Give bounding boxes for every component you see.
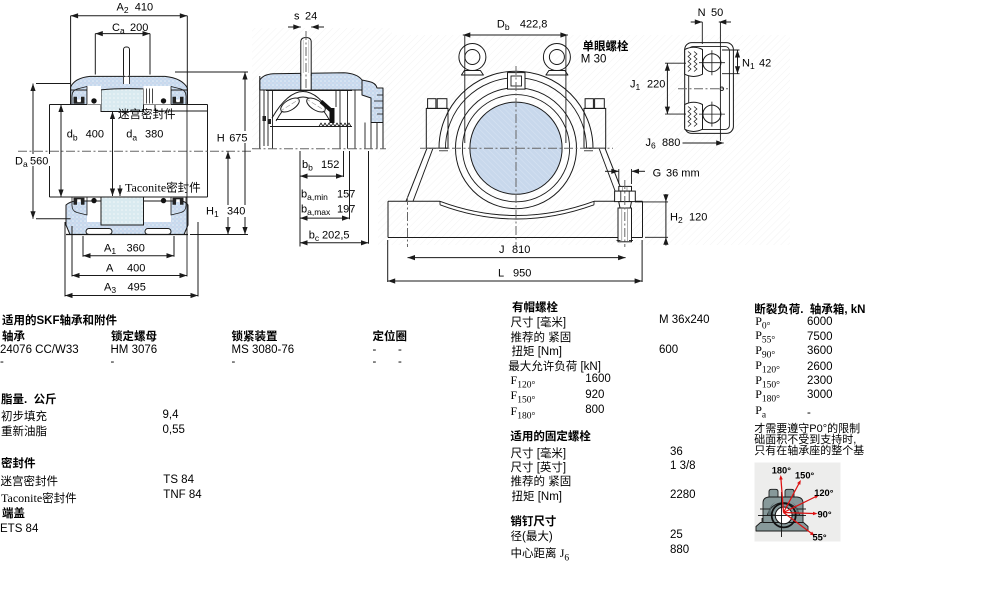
svg-text:202,5: 202,5 — [322, 229, 350, 241]
svg-text:560: 560 — [30, 155, 48, 167]
svg-text:bb: bb — [302, 159, 313, 173]
svg-text:150°: 150° — [795, 471, 815, 481]
svg-text:A1: A1 — [104, 243, 116, 257]
svg-text:J: J — [499, 244, 505, 256]
svg-text:bc: bc — [309, 229, 320, 243]
svg-text:Db: Db — [497, 18, 510, 32]
svg-text:A: A — [106, 262, 114, 274]
svg-text:42: 42 — [759, 58, 771, 70]
svg-text:N: N — [698, 7, 706, 19]
svg-text:H: H — [217, 133, 225, 145]
svg-text:400: 400 — [86, 129, 104, 141]
svg-text:s: s — [294, 10, 300, 22]
svg-text:da: da — [126, 129, 137, 143]
svg-text:157: 157 — [337, 189, 355, 201]
svg-text:单眼螺栓: 单眼螺栓 — [583, 39, 629, 53]
svg-text:H1: H1 — [206, 206, 219, 220]
svg-text:50: 50 — [711, 7, 723, 19]
svg-text:L: L — [498, 268, 504, 280]
svg-text:Ca: Ca — [112, 22, 125, 36]
svg-text:180°: 180° — [772, 465, 792, 475]
svg-text:400: 400 — [127, 262, 145, 274]
svg-text:ba,max: ba,max — [301, 204, 331, 218]
svg-text:422,8: 422,8 — [520, 18, 548, 30]
svg-text:A3: A3 — [104, 282, 116, 296]
svg-text:90°: 90° — [818, 510, 832, 520]
svg-text:220: 220 — [647, 79, 665, 91]
svg-text:A2: A2 — [117, 1, 129, 15]
svg-text:db: db — [67, 129, 78, 143]
svg-text:675: 675 — [229, 133, 247, 145]
svg-text:152: 152 — [321, 159, 339, 171]
svg-text:H2: H2 — [670, 212, 683, 226]
svg-text:810: 810 — [512, 244, 530, 256]
svg-text:迷宫密封件: 迷宫密封件 — [118, 107, 176, 121]
svg-text:380: 380 — [145, 129, 163, 141]
svg-text:M 30: M 30 — [581, 53, 607, 65]
svg-text:495: 495 — [128, 282, 146, 294]
svg-text:24: 24 — [305, 10, 317, 22]
svg-text:J1: J1 — [630, 79, 641, 93]
svg-text:360: 360 — [127, 243, 145, 255]
svg-text:340: 340 — [227, 206, 245, 218]
svg-text:197: 197 — [337, 204, 355, 216]
svg-text:36 mm: 36 mm — [666, 167, 700, 179]
svg-text:ba,min: ba,min — [301, 189, 328, 203]
svg-text:Taconite密封件: Taconite密封件 — [125, 181, 201, 195]
svg-text:J6: J6 — [646, 137, 657, 151]
svg-text:200: 200 — [130, 22, 148, 34]
svg-text:N1: N1 — [742, 58, 755, 72]
svg-text:Da: Da — [15, 155, 28, 169]
svg-text:410: 410 — [135, 1, 153, 13]
svg-text:950: 950 — [513, 268, 531, 280]
svg-text:G: G — [653, 167, 662, 179]
svg-text:120: 120 — [689, 212, 707, 224]
svg-text:880: 880 — [662, 137, 680, 149]
svg-text:55°: 55° — [813, 533, 827, 543]
svg-text:120°: 120° — [814, 488, 834, 498]
